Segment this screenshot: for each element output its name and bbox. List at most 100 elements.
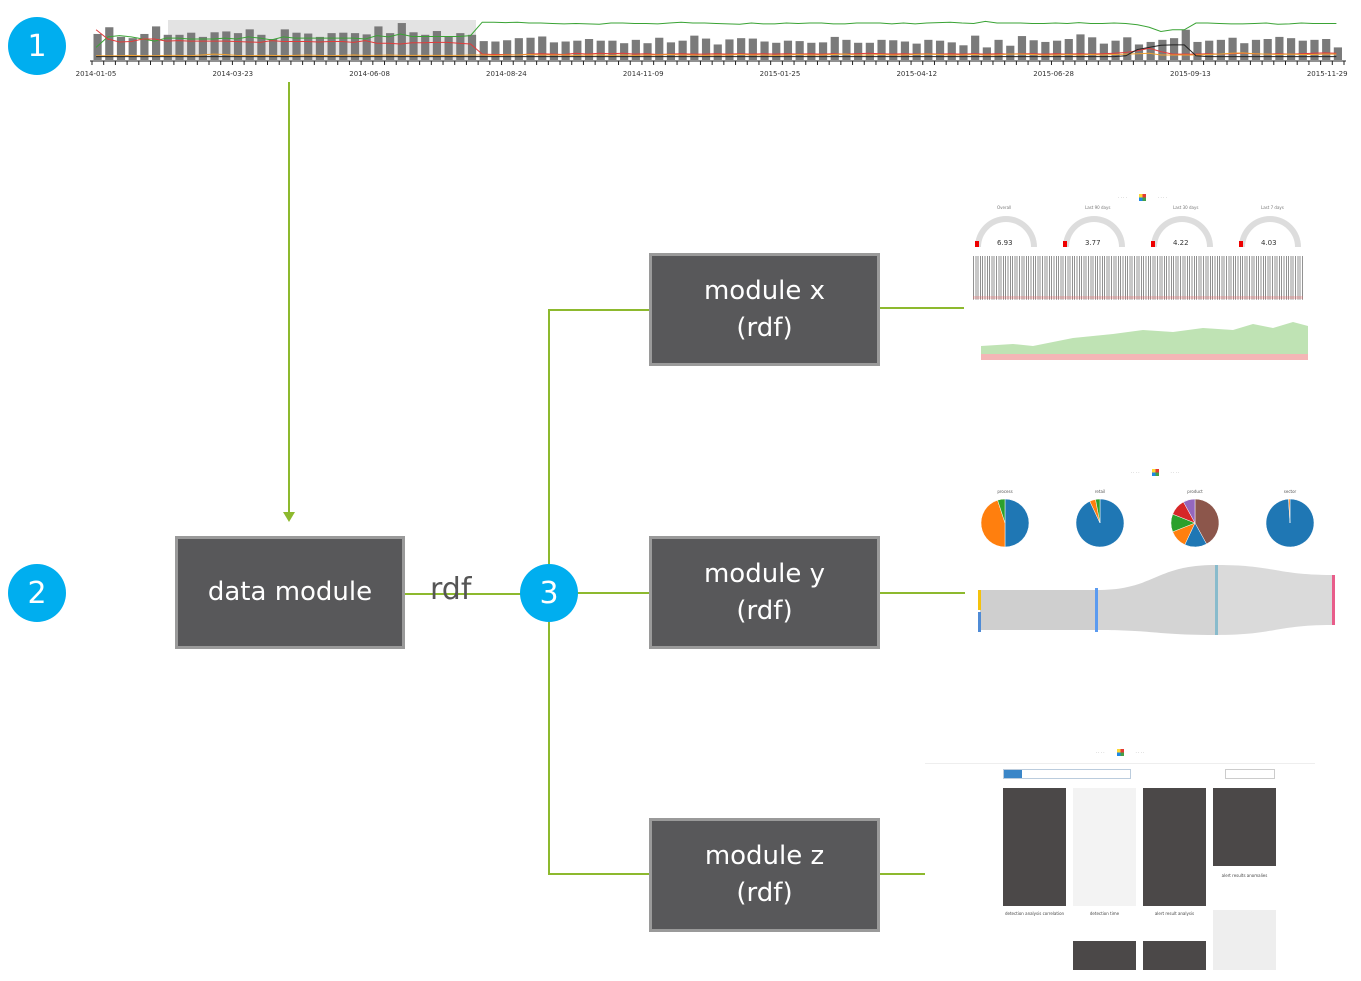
timeline-bar [1322, 39, 1331, 60]
timeline-bar [1181, 29, 1190, 60]
gallery-search-input[interactable] [1225, 769, 1275, 779]
timeline-bar [620, 43, 629, 60]
timeline-bar [935, 40, 945, 60]
x-tick-label: 2015-11-29 [1307, 70, 1348, 78]
timeline-bar [93, 33, 102, 60]
timeline-bar [701, 38, 711, 60]
x-tick-label: 2015-06-28 [1033, 70, 1074, 78]
dashboard-card[interactable] [1213, 910, 1276, 970]
timeline-bar [994, 39, 1003, 60]
gauge-needle [1063, 241, 1067, 247]
pie-title: retail [1095, 489, 1105, 494]
timeline-bar [830, 36, 839, 60]
card-caption: detection analysis correlation [1004, 911, 1065, 916]
pie-slice [1095, 498, 1101, 524]
pie-slice [1004, 498, 1030, 548]
timeline-bar [116, 36, 126, 60]
dashboard-card[interactable] [1213, 788, 1276, 866]
timeline-bar [596, 40, 605, 60]
timeline-bar [1310, 39, 1319, 60]
module-type: (rdf) [736, 595, 793, 626]
timeline-bar [421, 34, 430, 60]
module-x-box[interactable]: module x (rdf) [649, 253, 880, 366]
timeline-bar [959, 45, 968, 60]
timeline-bar [222, 31, 231, 60]
timeline-bar [1076, 34, 1085, 60]
card-caption: alert result analysis [1154, 911, 1195, 916]
timeline-bar [1029, 40, 1038, 60]
timeline-bar [198, 36, 207, 60]
timeline-bar [339, 32, 348, 60]
gauge-needle [975, 241, 979, 247]
timeline-bar [865, 42, 874, 60]
module-z-box[interactable]: module z (rdf) [649, 818, 880, 932]
data-module-box[interactable]: data module [175, 536, 405, 649]
timeline-bar [1041, 41, 1050, 60]
dashboard-card[interactable] [1003, 941, 1066, 970]
timeline-bar [128, 38, 137, 60]
gauge-title: Last 90 days [1085, 205, 1111, 210]
timeline-bar [818, 42, 828, 60]
timeline-bar [386, 33, 395, 60]
timeline-bar [1146, 41, 1155, 60]
x-tick-label: 2014-03-23 [212, 70, 253, 78]
pie-slice [1194, 498, 1220, 545]
dashboard-card[interactable] [1143, 941, 1206, 970]
mini-navbar: · · · ·· · · · [1118, 193, 1167, 201]
filter-tabs[interactable] [1003, 769, 1131, 779]
timeline-bar [315, 36, 325, 60]
series-line-black [96, 44, 1337, 58]
connector-y-to-screenshot [878, 592, 970, 594]
connector-hub-to-y [576, 592, 650, 594]
card-caption: detection time [1089, 911, 1120, 916]
x-tick-label: 2014-01-05 [76, 70, 116, 78]
timeline-bar [842, 39, 851, 60]
x-tick-label: 2015-04-12 [896, 70, 937, 78]
x-tick-label: 2015-09-13 [1170, 70, 1211, 78]
logo-icon [1116, 748, 1124, 756]
timeline-bar [187, 32, 196, 60]
timeline-bar [1017, 36, 1027, 60]
timeline-bar [900, 41, 910, 60]
timeline-bar [1064, 39, 1073, 60]
timeline-bar [690, 35, 699, 60]
timeline-bar [924, 39, 933, 60]
timeline-bar [257, 34, 266, 60]
module-type: (rdf) [736, 878, 793, 908]
timeline-bar [304, 33, 313, 60]
x-tick-label: 2014-08-24 [486, 70, 527, 78]
timeline-bar [795, 41, 804, 60]
timeline-bar [280, 29, 289, 60]
dashboard-card[interactable] [1073, 941, 1136, 970]
timeline-bar [233, 33, 243, 60]
connector-x-to-screenshot [878, 307, 964, 309]
dashboard-card[interactable] [1073, 788, 1136, 906]
timeline-bar [456, 33, 465, 60]
dashboard-card[interactable] [1143, 788, 1206, 906]
timeline-bar [584, 39, 594, 60]
timeline-bar [397, 23, 406, 60]
logo-icon [1151, 468, 1159, 476]
timeline-bar [1006, 45, 1015, 60]
gauge-value: 3.77 [1085, 239, 1101, 247]
timeline-bar [947, 42, 956, 60]
timeline-bar [561, 41, 570, 60]
timeline-bar [737, 38, 746, 60]
mini-brush-chart [973, 290, 1303, 300]
pie-title: product [1187, 489, 1203, 494]
timeline-bar [678, 40, 687, 60]
rdf-connector-label: rdf [430, 572, 472, 607]
timeline-bar [608, 40, 617, 60]
module-label: module y [703, 558, 826, 589]
gauge-title: Last 30 days [1173, 205, 1199, 210]
timeline-bar [748, 38, 757, 60]
timeline-bar [1263, 39, 1272, 60]
timeline-bar [1088, 37, 1097, 60]
module-y-box[interactable]: module y (rdf) [649, 536, 880, 649]
dashboard-card[interactable] [1003, 788, 1066, 906]
timeline-bar [1240, 43, 1249, 60]
timeline-bar [152, 26, 161, 60]
